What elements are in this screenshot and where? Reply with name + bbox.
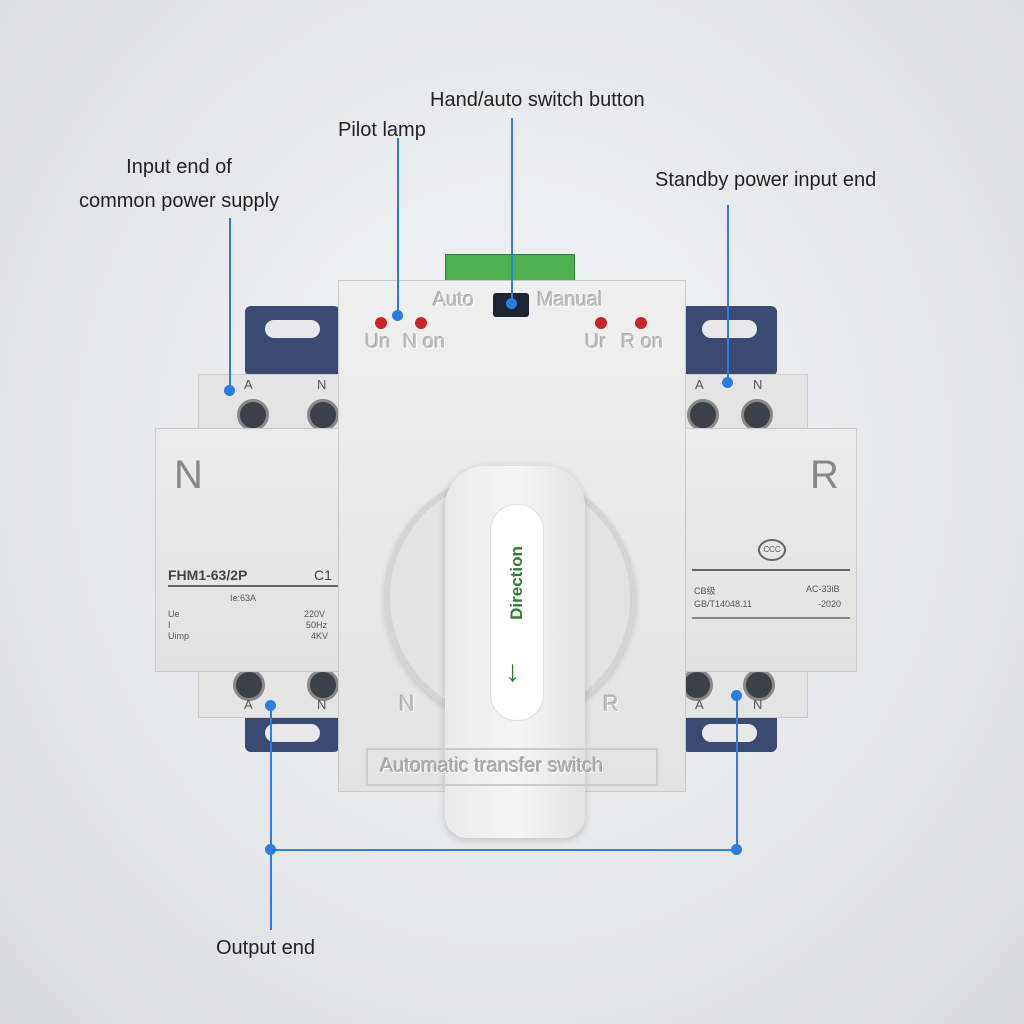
pilot-lamp-n-on [415, 317, 427, 329]
mount-bracket-top-right [682, 306, 777, 376]
right-module: R CCC CB级 AC-33iB GB/T14048.11 -2020 [683, 428, 857, 672]
screw [687, 399, 719, 431]
mount-bracket-bottom-left [245, 712, 340, 752]
mount-bracket-bottom-right [682, 712, 777, 752]
pilot-lamp-un [375, 317, 387, 329]
screw [307, 399, 339, 431]
label-input-common: Input end of common power supply [78, 156, 280, 212]
direction-strip: Direction ↓ [490, 504, 544, 721]
rotary-handle[interactable]: Direction ↓ [445, 466, 585, 838]
label-hand-auto-switch: Hand/auto switch button [430, 89, 645, 111]
terminal-bottom-left: A N [198, 668, 342, 718]
mount-bracket-top-left [245, 306, 340, 376]
label-standby-input: Standby power input end [655, 169, 877, 191]
screw [237, 399, 269, 431]
terminal-top-right: A N [680, 374, 808, 432]
terminal-top-left: A N [198, 374, 342, 432]
pilot-lamp-r-on [635, 317, 647, 329]
terminal-bottom-right: A N [680, 668, 808, 718]
label-pilot-lamp: Pilot lamp [338, 119, 426, 141]
arrow-down-icon: ↓ [505, 655, 520, 688]
pilot-lamp-ur [595, 317, 607, 329]
label-output-end: Output end [216, 937, 315, 959]
ccc-mark: CCC [758, 539, 786, 561]
screw [233, 669, 265, 701]
screw [741, 399, 773, 431]
left-module: N FHM1-63/2P C1 Ie:63A Ue 220V I 50Hz Ui… [155, 428, 342, 672]
nameplate: Automatic transfer switch [366, 748, 658, 786]
